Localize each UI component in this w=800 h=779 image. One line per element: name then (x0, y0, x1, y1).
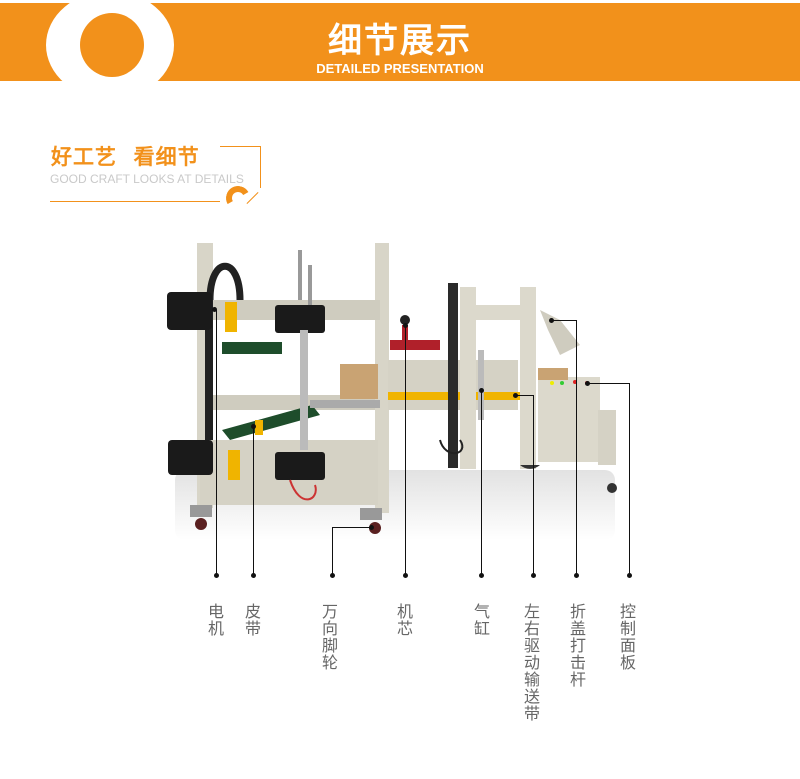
label-belt: 皮带 (244, 602, 261, 638)
callout-dot (214, 573, 219, 578)
callout-line-cylinder (481, 390, 482, 576)
callout-marker (212, 307, 217, 312)
arc-decoration-icon (223, 183, 253, 213)
circle-decoration-icon (80, 13, 144, 77)
callout-dot (574, 573, 579, 578)
callout-dot (531, 573, 536, 578)
callout-line-caster (332, 527, 372, 528)
label-motor: 电机 (207, 602, 224, 638)
callout-marker (251, 424, 256, 429)
callout-marker (585, 381, 590, 386)
callout-marker (549, 318, 554, 323)
callout-line-panel (587, 383, 629, 384)
label-core: 机芯 (396, 602, 413, 638)
header-banner: 细节展示 DETAILED PRESENTATION (0, 0, 800, 99)
callout-line-conveyor (533, 395, 534, 576)
callout-marker (513, 393, 518, 398)
label-conveyor: 左右驱动输送带 (523, 602, 540, 723)
machine-image (167, 243, 617, 534)
callout-dot (251, 573, 256, 578)
label-flap-striker: 折盖打击杆 (569, 602, 586, 689)
label-control-panel: 控制面板 (619, 602, 636, 672)
callout-dot (479, 573, 484, 578)
page-title: 细节展示 (328, 21, 472, 61)
label-cylinder: 气缸 (473, 602, 490, 638)
callout-line-flap (576, 320, 577, 576)
callout-dot (403, 573, 408, 578)
callout-line-motor (216, 310, 217, 576)
callout-line-core (405, 325, 406, 576)
callout-line-caster (332, 527, 333, 576)
frame-line (50, 201, 220, 202)
label-caster: 万向脚轮 (321, 602, 338, 672)
callout-line-flap (551, 320, 576, 321)
callout-marker (369, 525, 374, 530)
callout-marker (479, 388, 484, 393)
callout-dot (330, 573, 335, 578)
frame-line (220, 146, 260, 147)
section-title: 好工艺 看细节 (51, 145, 200, 169)
callout-line-belt (253, 427, 254, 576)
callout-line-panel (629, 383, 630, 576)
frame-line (260, 146, 261, 188)
section-subtitle: GOOD CRAFT LOOKS AT DETAILS (50, 172, 244, 186)
page-subtitle: DETAILED PRESENTATION (316, 61, 484, 76)
callout-marker (403, 323, 408, 328)
callout-line-conveyor (515, 395, 533, 396)
callout-dot (627, 573, 632, 578)
